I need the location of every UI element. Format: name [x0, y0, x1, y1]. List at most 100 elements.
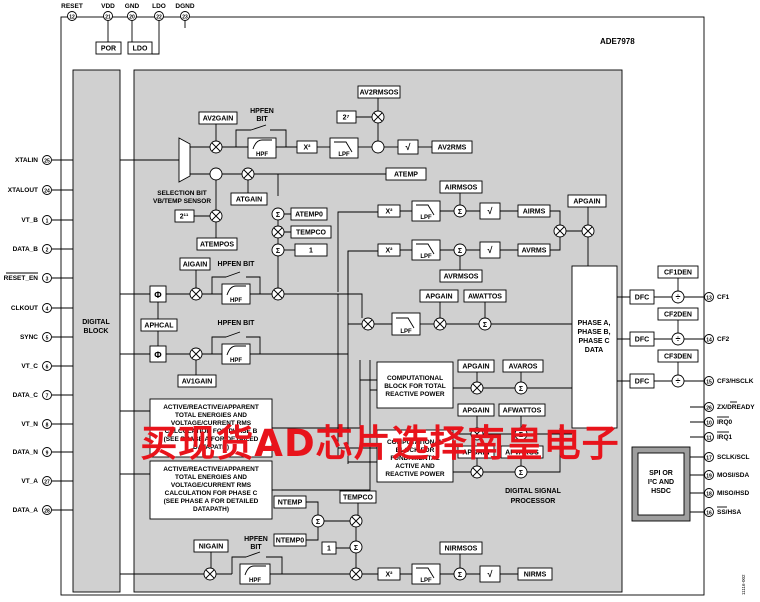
svg-text:PHASE C: PHASE C — [578, 338, 609, 345]
svg-text:BIT: BIT — [256, 116, 268, 123]
svg-text:MOSI/SDA: MOSI/SDA — [717, 472, 749, 479]
ldo-label: LDO — [133, 46, 148, 53]
svg-text:7: 7 — [46, 393, 49, 399]
svg-text:MISO/HSD: MISO/HSD — [717, 490, 749, 497]
svg-text:28: 28 — [44, 508, 50, 514]
svg-text:APGAIN: APGAIN — [462, 450, 489, 457]
svg-text:HPF: HPF — [230, 358, 242, 364]
svg-text:√: √ — [488, 569, 493, 579]
cf2-divider — [671, 332, 685, 346]
svg-text:ATEMP: ATEMP — [394, 172, 418, 179]
svg-text:CF3DEN: CF3DEN — [664, 354, 692, 361]
svg-text:PHASE A,: PHASE A, — [578, 320, 611, 327]
svg-text:27: 27 — [44, 479, 50, 485]
svg-text:17: 17 — [706, 455, 712, 461]
av2rmsos-register — [357, 85, 401, 99]
svg-text:ACTIVE/REACTIVE/APPARENT: ACTIVE/REACTIVE/APPARENT — [163, 466, 259, 473]
svg-text:DATA: DATA — [585, 347, 603, 354]
svg-text:LDO: LDO — [152, 3, 166, 10]
two-pow-7 — [336, 110, 357, 124]
svg-text:AIRMS: AIRMS — [523, 209, 546, 216]
svg-text:12: 12 — [69, 14, 75, 20]
one-register — [294, 243, 328, 257]
svg-text:HPF: HPF — [249, 578, 261, 584]
svg-text:APGAIN: APGAIN — [462, 408, 489, 415]
svg-text:AFVAROS: AFVAROS — [505, 450, 539, 457]
nirmsos-register — [439, 541, 483, 555]
svg-text:SPI OR: SPI OR — [649, 470, 673, 477]
avrmsos-register — [439, 269, 483, 283]
svg-text:11: 11 — [706, 435, 712, 441]
comp-fundamental-block — [376, 429, 454, 483]
svg-text:AIRMSOS: AIRMSOS — [445, 185, 478, 192]
svg-text:X²: X² — [386, 572, 394, 579]
figure-id: 11116-002 — [741, 574, 746, 595]
svg-text:DFC: DFC — [635, 379, 649, 386]
svg-text:SCLK/SCL: SCLK/SCL — [717, 454, 750, 461]
apgain-register-4 — [457, 403, 495, 417]
svg-text:XTALOUT: XTALOUT — [8, 187, 38, 194]
svg-text:VT_B: VT_B — [21, 217, 38, 224]
svg-text:HSDC: HSDC — [651, 488, 671, 495]
svg-text:VDD: VDD — [101, 3, 115, 10]
svg-text:26: 26 — [706, 405, 712, 411]
svg-text:VT_A: VT_A — [21, 478, 38, 485]
svg-text:÷: ÷ — [676, 292, 681, 302]
two-pow-11 — [174, 209, 195, 223]
svg-text:ACTIVE/REACTIVE/APPARENT: ACTIVE/REACTIVE/APPARENT — [163, 404, 259, 411]
svg-text:HPFEN BIT: HPFEN BIT — [218, 261, 256, 268]
svg-text:Σ: Σ — [316, 519, 320, 526]
svg-text:AFWATTOS: AFWATTOS — [503, 408, 542, 415]
svg-text:GND: GND — [125, 3, 140, 10]
svg-text:DATA_B: DATA_B — [13, 246, 39, 253]
svg-text:4: 4 — [46, 306, 49, 312]
svg-text:NIGAIN: NIGAIN — [199, 544, 224, 551]
svg-text:(SEE PHASE A FOR DETAILED: (SEE PHASE A FOR DETAILED — [164, 498, 259, 505]
svg-text:TOTAL ENERGIES AND: TOTAL ENERGIES AND — [175, 474, 247, 481]
digital-block-label-2: BLOCK — [84, 328, 109, 335]
svg-text:TEMPCO: TEMPCO — [343, 495, 374, 502]
svg-text:CF2: CF2 — [717, 336, 730, 343]
svg-text:DFC: DFC — [635, 337, 649, 344]
svg-text:COMPUTATIONAL: COMPUTATIONAL — [387, 375, 443, 382]
svg-text:NIRMSOS: NIRMSOS — [445, 546, 478, 553]
svg-text:÷: ÷ — [676, 376, 681, 386]
svg-text:√: √ — [488, 245, 493, 255]
av2rms-register — [431, 140, 473, 154]
svg-text:AV1GAIN: AV1GAIN — [182, 379, 213, 386]
svg-text:AVRMSOS: AVRMSOS — [444, 274, 479, 281]
svg-text:IRQ0: IRQ0 — [717, 419, 733, 426]
svg-text:ACTIVE AND: ACTIVE AND — [395, 463, 435, 470]
atgain-register — [230, 192, 268, 206]
svg-text:REACTIVE POWER: REACTIVE POWER — [385, 391, 445, 398]
svg-text:BLOCK FOR: BLOCK FOR — [396, 447, 435, 454]
svg-text:25: 25 — [44, 158, 50, 164]
selection-mux — [178, 137, 191, 183]
svg-text:3: 3 — [46, 276, 49, 282]
atemp-summer — [209, 167, 223, 181]
svg-text:PHASE B,: PHASE B, — [577, 329, 610, 336]
aphcal-register — [140, 318, 178, 332]
svg-text:√: √ — [488, 206, 493, 216]
aigain-register — [179, 257, 211, 271]
svg-text:2¹¹: 2¹¹ — [180, 214, 189, 221]
apgain-register-5 — [457, 445, 495, 459]
svg-text:SYNC: SYNC — [20, 334, 38, 341]
svg-text:BLOCK FOR TOTAL: BLOCK FOR TOTAL — [384, 383, 446, 390]
svg-text:ATEMPOS: ATEMPOS — [200, 242, 234, 249]
airmsos-register — [439, 180, 483, 194]
svg-text:16: 16 — [706, 510, 712, 516]
phase-data-block — [571, 265, 618, 429]
svg-text:LPF: LPF — [420, 254, 432, 260]
svg-text:Σ: Σ — [276, 212, 280, 219]
svg-text:VOLTAGE/CURRENT RMS: VOLTAGE/CURRENT RMS — [171, 482, 252, 489]
svg-text:AV2RMSOS: AV2RMSOS — [360, 90, 399, 97]
svg-text:19: 19 — [706, 473, 712, 479]
svg-text:Σ: Σ — [458, 209, 462, 216]
svg-text:LPF: LPF — [420, 215, 432, 221]
svg-text:AVRMS: AVRMS — [522, 248, 547, 255]
svg-text:Σ: Σ — [458, 572, 462, 579]
svg-text:NTEMP: NTEMP — [278, 500, 303, 507]
svg-text:14: 14 — [706, 337, 712, 343]
